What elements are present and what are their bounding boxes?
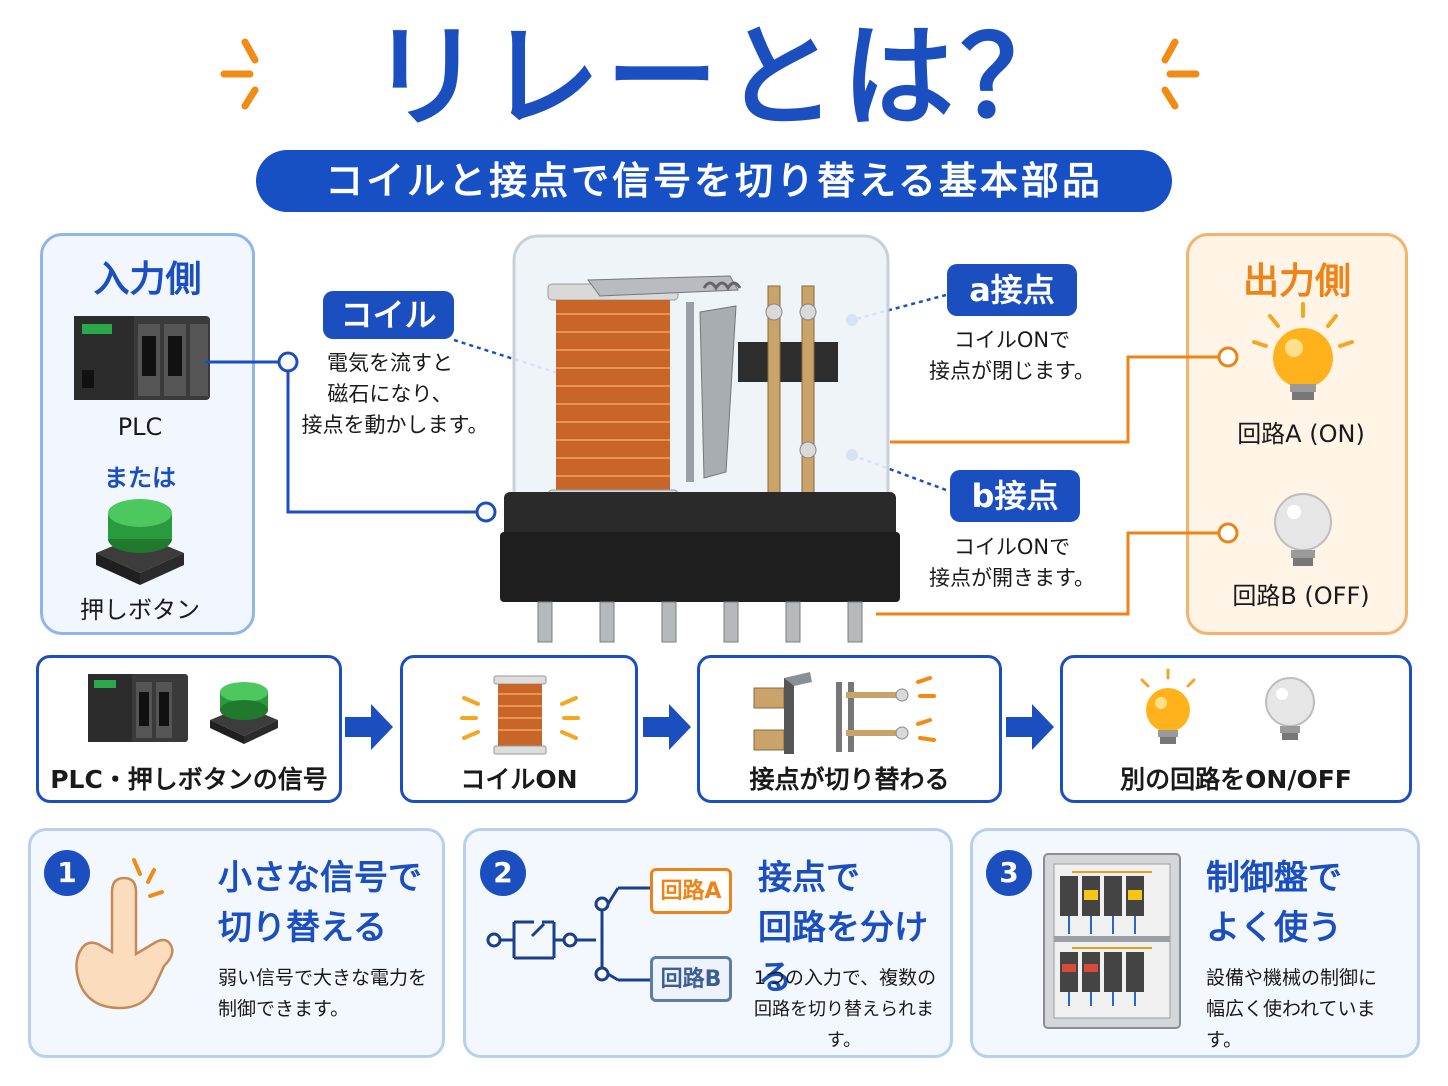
input-side-title: 入力側 (93, 259, 202, 300)
card-2-heading-1: 接点で (758, 858, 860, 898)
input-node-bottom (475, 501, 497, 523)
card-2-body-1: 1つの入力で、複数の (753, 967, 937, 989)
flow-step-signal-label: PLC・押しボタンの信号 (50, 765, 328, 794)
plc-small-icon (88, 674, 188, 742)
card-1-number: 1 (44, 850, 90, 896)
card-1-heading-2: 切り替える (218, 908, 387, 948)
b-contact-badge: b接点 (950, 470, 1080, 522)
flow-arrow-3 (1006, 704, 1054, 750)
coil-badge: コイル (323, 291, 454, 339)
card-2-heading-2: 回路を分ける (758, 908, 928, 998)
output-node-a (1217, 346, 1239, 368)
flow-step-output-label: 別の回路をON/OFF (1120, 765, 1352, 794)
flow-step-contact-switch-label: 接点が切り替わる (749, 765, 950, 794)
coil-description-2: 磁石になり、 (327, 382, 453, 406)
card-2-body-2: 回路を切り替えられます。 (754, 999, 934, 1051)
b-contact-description-1: コイルONで (953, 535, 1071, 559)
coil-description-3: 接点を動かします。 (301, 413, 489, 437)
a-contact-badge: a接点 (947, 264, 1077, 316)
card-3-body-1: 設備や機械の制御に (1206, 967, 1378, 989)
contact-switch-icon (753, 672, 936, 754)
page-title: リレーとは？ (370, 13, 1078, 143)
card-1-body-1: 弱い信号で大きな電力を (218, 967, 428, 989)
flow-step-signal (36, 655, 342, 803)
output-side-panel (1186, 233, 1408, 635)
b-contact-description-2: 接点が開きます。 (929, 566, 1095, 590)
feature-card-1 (28, 828, 445, 1058)
card-1-heading-1: 小さな信号で (218, 858, 422, 898)
plc-label: PLC (117, 413, 163, 441)
a-contact-description-1: コイルONで (953, 328, 1071, 352)
a-contact-description-2: 接点が閉じます。 (929, 359, 1095, 383)
push-button-icon (96, 499, 184, 585)
card-2-number: 2 (480, 850, 526, 896)
coil-on-icon (460, 675, 580, 755)
card-3-heading-2: よく使う (1206, 908, 1342, 948)
flow-step-coil-on-label: コイルON (460, 765, 578, 794)
lamp-off-small-icon (1265, 677, 1315, 740)
push-button-label: 押しボタン (80, 596, 200, 624)
flow-step-contact-switch (697, 655, 1002, 803)
output-side-title: 出力側 (1242, 261, 1351, 302)
flow-arrow-1 (345, 704, 393, 750)
control-panel-icon (1043, 853, 1181, 1029)
left-sparkle-icon (220, 38, 259, 110)
feature-card-2 (463, 828, 953, 1058)
card-1-body-2: 制御できます。 (218, 998, 350, 1020)
flow-step-output (1060, 655, 1412, 803)
subtitle-banner: コイルと接点で信号を切り替える基本部品 (256, 150, 1172, 212)
circuit-a-tag: 回路A (650, 868, 732, 914)
circuit-b-label: 回路B (OFF) (1232, 582, 1370, 610)
plc-icon (74, 316, 210, 400)
branch-circuit-icon (486, 886, 650, 982)
finger-icon (75, 858, 174, 1010)
card-3-heading-1: 制御盤で (1206, 858, 1342, 898)
flow-arrow-2 (643, 704, 691, 750)
lamp-on-icon (1252, 302, 1354, 400)
lamp-on-small-icon (1140, 668, 1196, 744)
lamp-off-icon (1274, 493, 1332, 566)
coil-description-1: 電気を流すと (327, 351, 453, 375)
push-button-small-icon (210, 682, 278, 744)
relay-illustration (500, 234, 900, 643)
output-node-b (1217, 522, 1239, 544)
input-node-top (277, 351, 299, 373)
right-sparkle-icon (1161, 38, 1200, 110)
card-3-number: 3 (986, 850, 1032, 896)
card-3-body-2: 幅広く使われています。 (1206, 998, 1376, 1051)
or-label: または (104, 464, 176, 492)
circuit-b-tag: 回路B (650, 956, 732, 1002)
circuit-a-label: 回路A (ON) (1237, 420, 1365, 448)
